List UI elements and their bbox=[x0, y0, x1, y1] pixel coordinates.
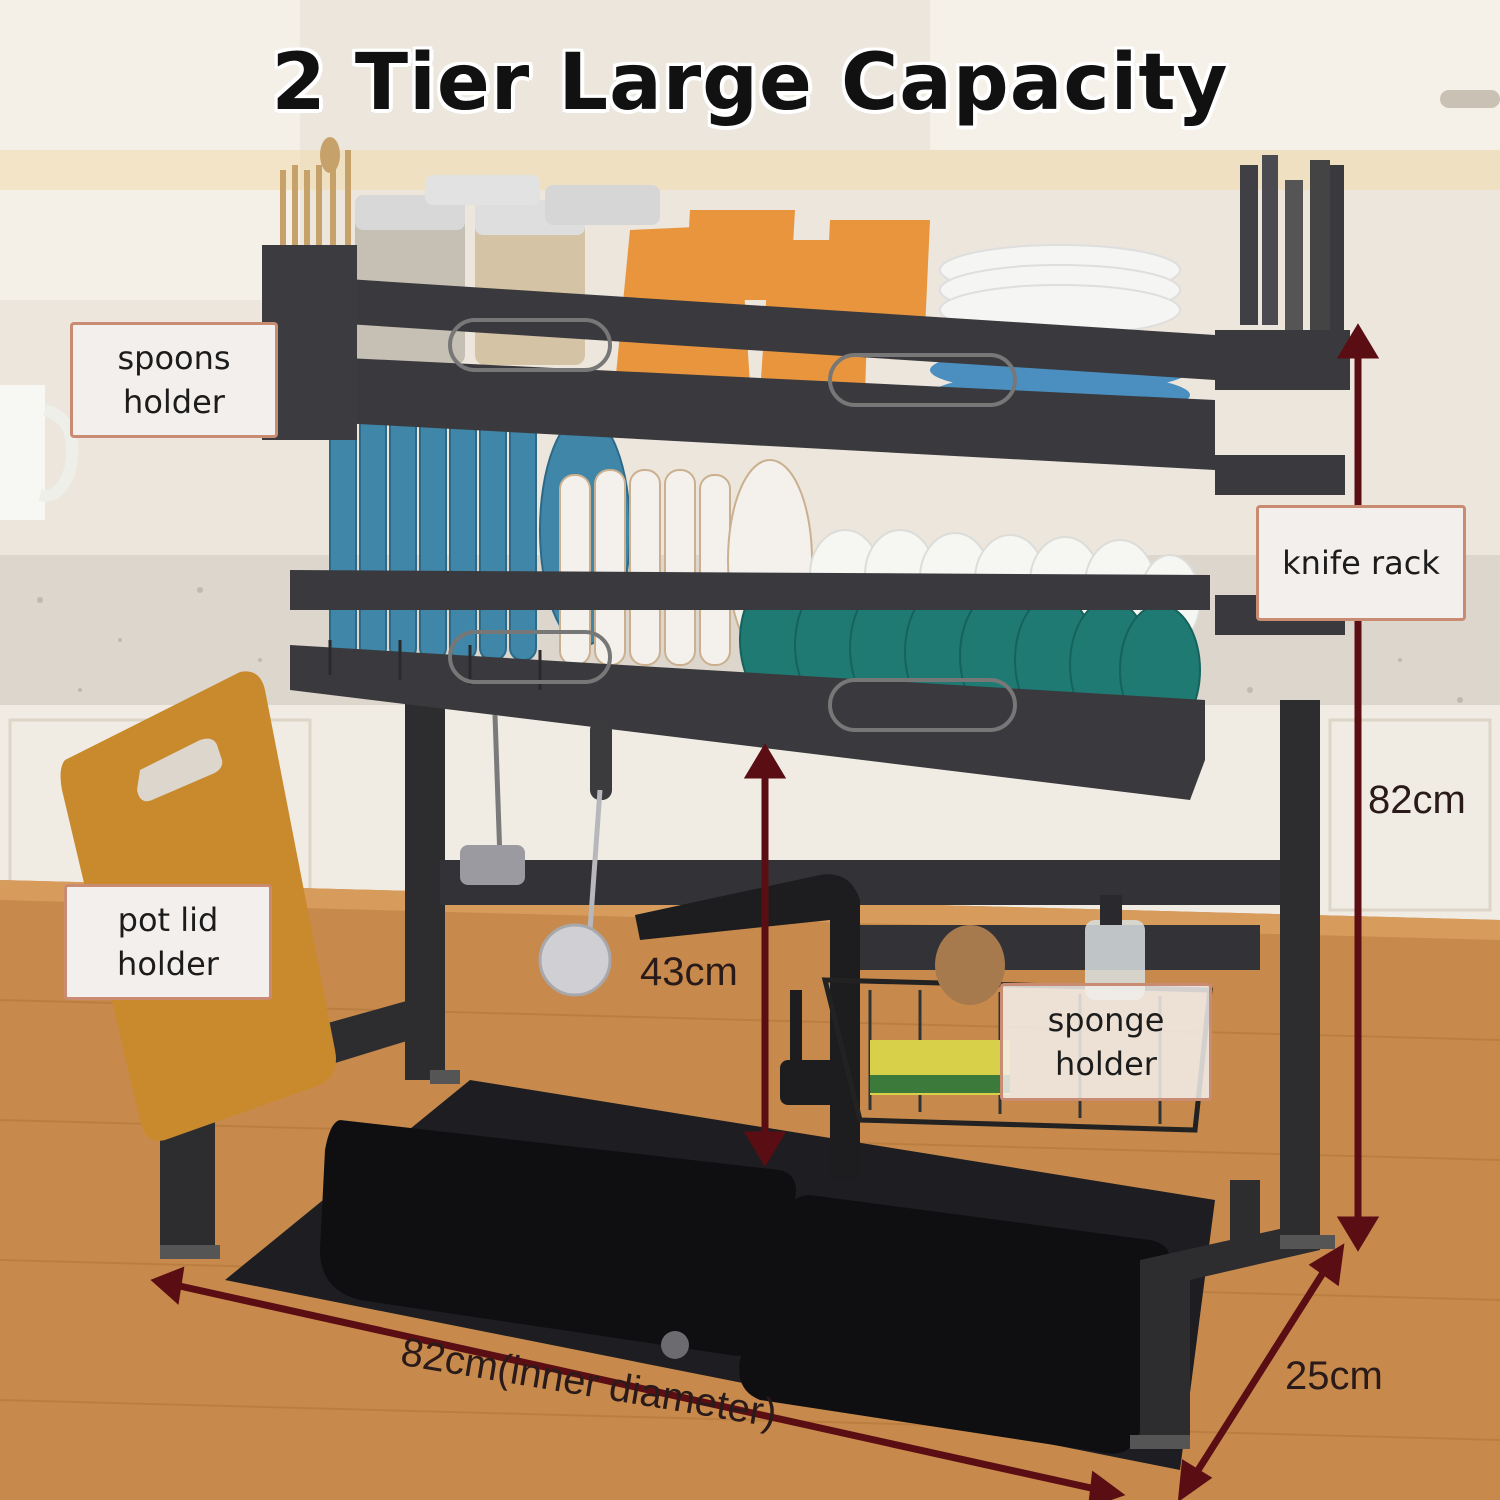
double-sink bbox=[225, 1080, 1215, 1470]
callout-line-1: spoons bbox=[117, 339, 231, 377]
faucet bbox=[635, 874, 860, 1180]
dimension-arrows bbox=[150, 323, 1380, 1500]
depth-dimension-label: 25cm bbox=[1285, 1354, 1383, 1398]
rack-frame bbox=[160, 700, 1335, 1449]
callout-line-2: holder bbox=[117, 945, 219, 983]
callout-line-2: holder bbox=[1055, 1045, 1157, 1083]
clearance-dimension-label: 43cm bbox=[640, 950, 738, 994]
headline: 2 Tier Large Capacity bbox=[271, 38, 1229, 128]
pot-lid-holder-callout: pot lid holder bbox=[64, 884, 272, 1000]
callout-line-1: pot lid bbox=[117, 901, 219, 939]
callout-line-2: holder bbox=[123, 383, 225, 421]
spoons-holder-callout: spoons holder bbox=[70, 322, 278, 438]
knife-rack-callout: knife rack bbox=[1256, 505, 1466, 621]
upper-cabinet bbox=[930, 0, 1500, 150]
sponge-basket bbox=[821, 895, 1260, 1133]
height-dimension-label: 82cm bbox=[1368, 778, 1466, 822]
callout-line-1: sponge bbox=[1047, 1001, 1165, 1039]
mug-decoration bbox=[0, 385, 79, 520]
knife-rack-box bbox=[1215, 330, 1350, 390]
hanging-utensils bbox=[460, 714, 612, 997]
sponge-holder-callout: sponge holder bbox=[1000, 983, 1212, 1101]
upper-tier bbox=[262, 137, 1350, 635]
callout-line-1: knife rack bbox=[1282, 544, 1440, 582]
knives bbox=[1240, 155, 1344, 330]
lower-tier bbox=[290, 404, 1210, 800]
